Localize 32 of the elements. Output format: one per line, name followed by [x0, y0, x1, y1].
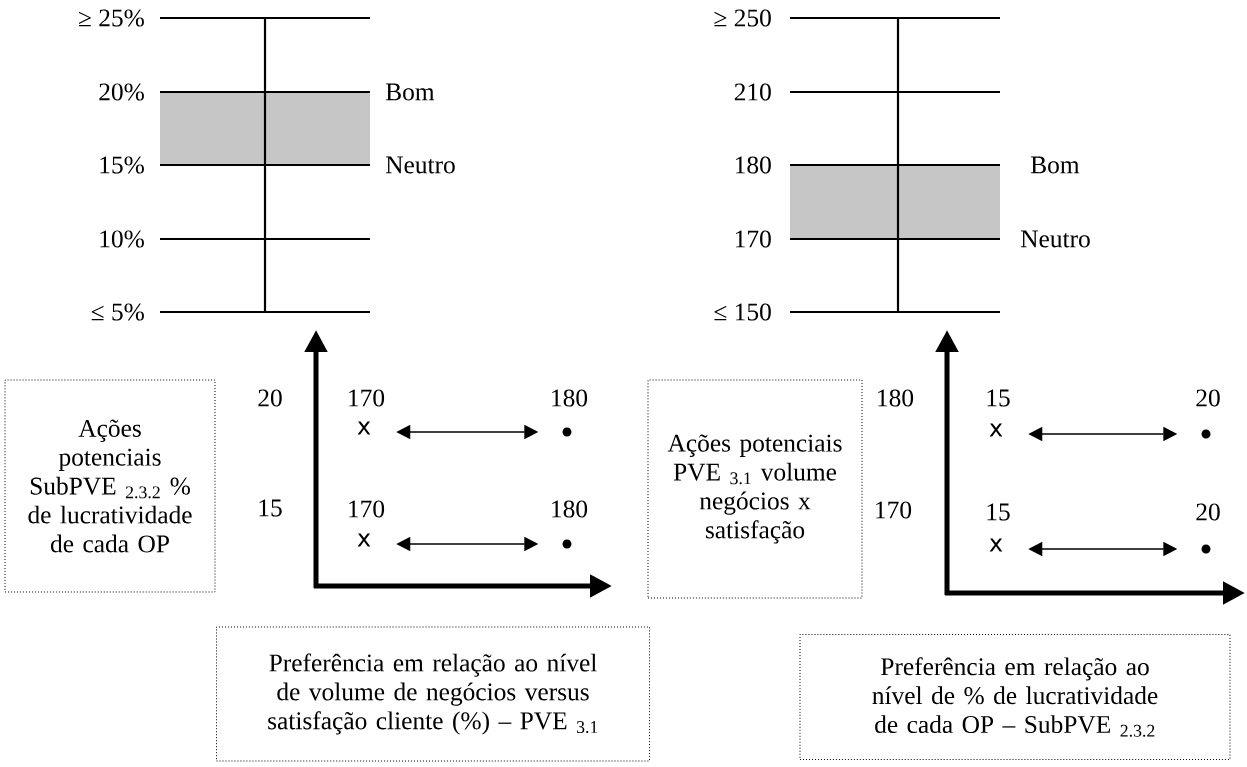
value-label: 170	[349, 389, 385, 407]
scale-label: 210	[734, 83, 771, 101]
text-box: Preferência em relação ao nível de % de lucratividade de cada OP – SubPVE $_{2.3.2}$	[799, 634, 1231, 760]
scale-label: Neutro	[1020, 230, 1090, 248]
scale-label: Bom	[385, 83, 435, 101]
value-label: 20	[1196, 389, 1220, 407]
value-label: 170	[349, 500, 385, 518]
scale-label: ≥ 25%	[79, 9, 144, 27]
scale-label: ≤ 5%	[91, 303, 144, 321]
text-box: Ações potenciais PVE $_{3.1}$ volume negócios x satisfação	[647, 379, 863, 599]
scale-label: 15%	[100, 156, 144, 174]
value-label: 15	[987, 503, 1010, 521]
cross-mark: x	[357, 421, 371, 435]
cross-mark: x	[989, 423, 1003, 437]
cross-mark: x	[989, 538, 1003, 552]
row-label: 15	[259, 499, 282, 517]
value-label: 15	[987, 389, 1010, 407]
scale-label: 10%	[100, 230, 144, 248]
cross-mark: x	[357, 533, 371, 547]
scale-label: ≥ 250	[714, 9, 771, 27]
value-label: 180	[552, 389, 588, 407]
scale-label: ≤ 150	[714, 303, 771, 321]
scale-label: 20%	[99, 83, 144, 101]
text-box: Ações potenciais SubPVE $_{2.3.2}$ % de lucratividade de cada OP	[4, 379, 216, 593]
value-label: 20	[1196, 503, 1220, 521]
text-box: Preferência em relação ao nível de volume de negócios versus satisfação cliente (%) – PVE $_{3.1}$	[216, 626, 650, 762]
row-label: 20	[258, 389, 282, 407]
scale-label: Neutro	[385, 156, 455, 174]
scale-label: 180	[735, 156, 771, 174]
scale-label: 170	[735, 230, 771, 248]
value-label: 180	[552, 500, 588, 518]
scale-label: Bom	[1030, 156, 1080, 174]
